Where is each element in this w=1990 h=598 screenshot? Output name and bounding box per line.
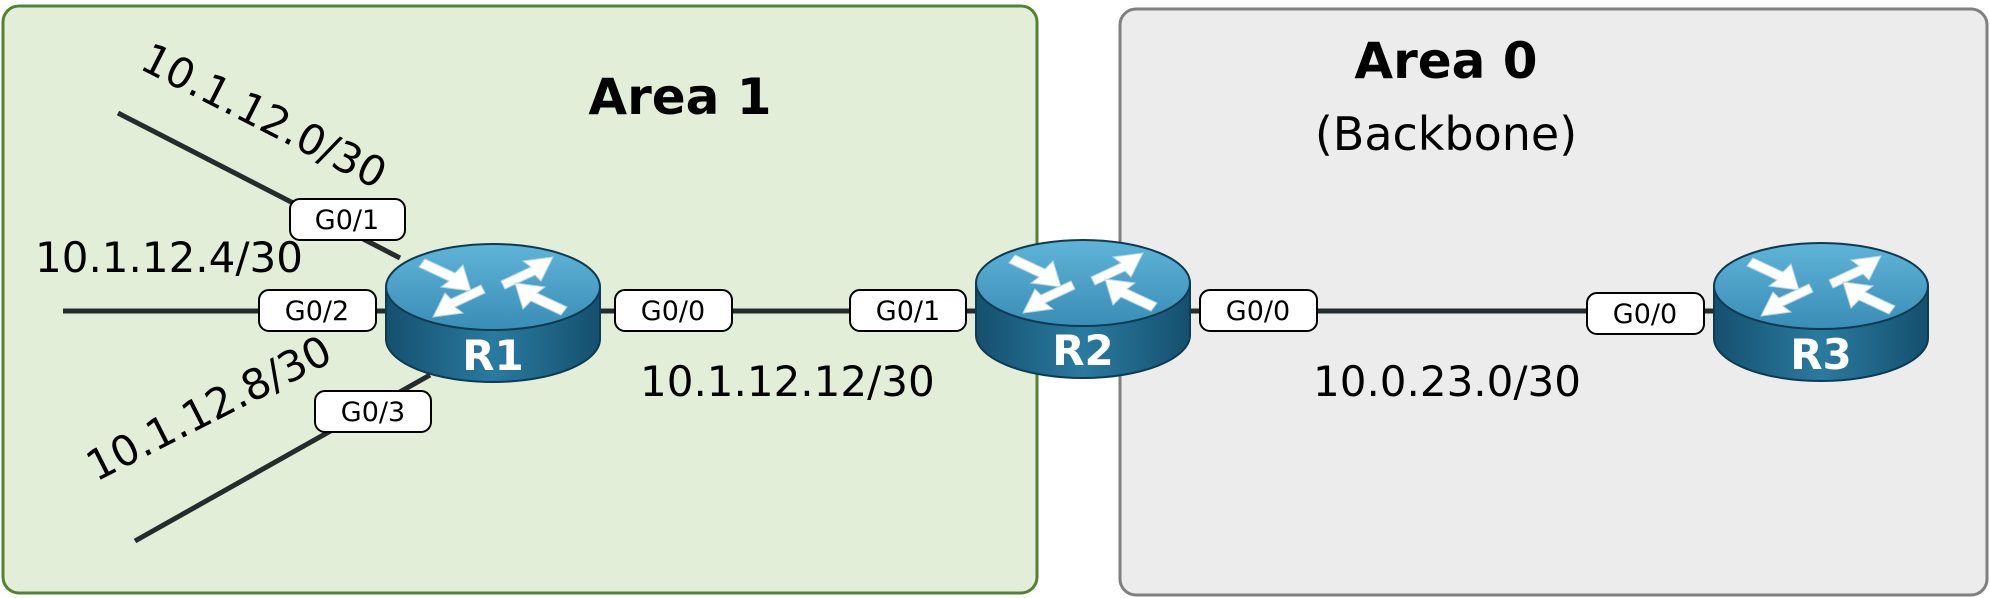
iface-r3-g00: G0/0 — [1586, 292, 1705, 335]
router-r3-label: R3 — [1790, 330, 1852, 379]
router-r3[interactable]: R3 — [1713, 242, 1929, 382]
iface-r1-g00: G0/0 — [614, 289, 733, 332]
iface-r1-g02: G0/2 — [258, 289, 377, 332]
svg-text:G0/2: G0/2 — [285, 296, 349, 327]
area-0-subtitle: (Backbone) — [1315, 107, 1577, 161]
iface-r2-g00: G0/0 — [1199, 289, 1318, 332]
iface-r1-g03: G0/3 — [314, 390, 432, 433]
network-label-n2: 10.1.12.4/30 — [35, 233, 303, 282]
area-1-title: Area 1 — [588, 68, 771, 126]
svg-text:G0/0: G0/0 — [1226, 296, 1290, 327]
svg-text:G0/3: G0/3 — [341, 397, 405, 428]
router-r2[interactable]: R2 — [975, 239, 1191, 379]
network-label-n4: 10.1.12.12/30 — [640, 357, 935, 406]
area-0-title: Area 0 — [1354, 32, 1537, 90]
router-r2-label: R2 — [1052, 326, 1114, 375]
router-r1-label: R1 — [462, 331, 524, 380]
svg-text:G0/1: G0/1 — [315, 205, 379, 236]
iface-r2-g01: G0/1 — [849, 289, 967, 332]
router-r1[interactable]: R1 — [385, 243, 601, 383]
svg-text:G0/0: G0/0 — [1613, 299, 1677, 330]
network-label-n5: 10.0.23.0/30 — [1313, 357, 1581, 406]
iface-r1-g01: G0/1 — [289, 198, 406, 241]
svg-text:G0/0: G0/0 — [641, 296, 705, 327]
svg-text:G0/1: G0/1 — [876, 296, 940, 327]
